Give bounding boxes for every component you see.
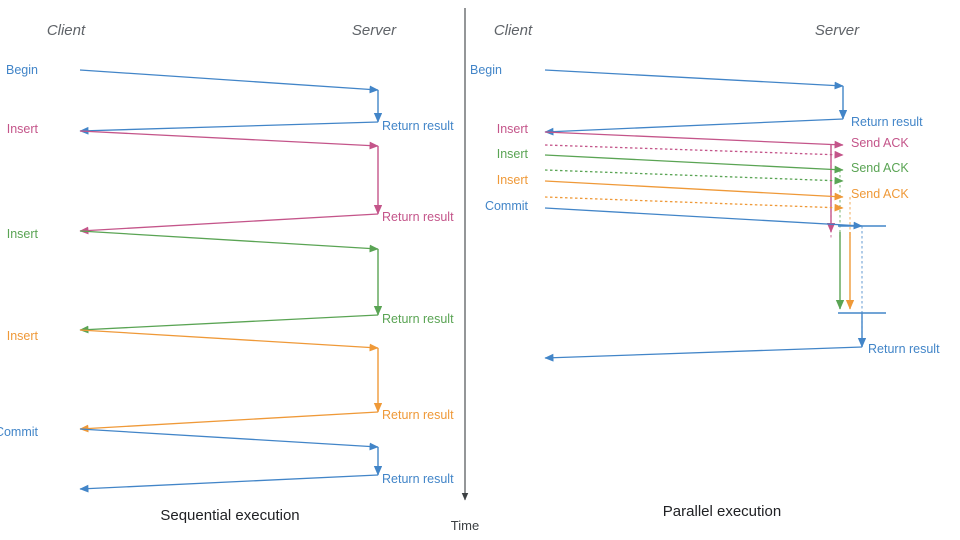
- sequential-msg-label-commit: Commit: [0, 425, 39, 439]
- parallel-msg-label-begin: Begin: [470, 63, 502, 77]
- sequential-msg-insert-3: [79, 329, 379, 352]
- parallel-msg-insert-2: [544, 154, 844, 174]
- sequential-msg-label-commit-return: Return result: [382, 472, 454, 486]
- sequential-msg-insert-1: [79, 130, 379, 150]
- parallel-msg-label-ack-2: Send ACK: [851, 161, 909, 175]
- sequential-msg-insert-2: [79, 230, 379, 253]
- sequential-msg-label-insert-2-ret: Return result: [382, 312, 454, 326]
- parallel-msg-commit: [544, 207, 863, 230]
- sequential-msg-label-insert-1-ret: Return result: [382, 210, 454, 224]
- parallel-msg-label-commit-return: Return result: [868, 342, 940, 356]
- sequential-client-lane-title: Client: [47, 22, 86, 39]
- sequential-msg-begin-return: [79, 121, 379, 135]
- parallel-server-lane-title: Server: [815, 22, 860, 39]
- parallel-msg-begin: [544, 69, 844, 90]
- sequential-msg-commit: [79, 428, 379, 451]
- parallel-client-lane-title: Client: [494, 22, 533, 39]
- parallel-msg-label-ack-1: Send ACK: [851, 136, 909, 150]
- parallel-msg-commit-return: [544, 346, 863, 362]
- parallel-msg-label-begin-return: Return result: [851, 115, 923, 129]
- sequential-msg-label-insert-3: Insert: [7, 329, 39, 343]
- sequential-msg-insert-2-ret: [79, 314, 379, 334]
- sequential-caption: Sequential execution: [160, 507, 299, 524]
- parallel-msg-label-insert-2: Insert: [497, 147, 529, 161]
- sequential-msg-label-insert-1: Insert: [7, 122, 39, 136]
- sequential-msg-insert-3-ret: [79, 411, 379, 433]
- sequential-msg-label-begin: Begin: [6, 63, 38, 77]
- parallel-msg-begin-return: [544, 118, 844, 136]
- parallel-msg-insert-1: [544, 131, 844, 149]
- parallel-msg-insert-3: [544, 180, 844, 201]
- parallel-msg-label-insert-3: Insert: [497, 173, 529, 187]
- sequential-server-lane-title: Server: [352, 22, 397, 39]
- sequential-msg-insert-1-ret: [79, 213, 379, 235]
- sequential-msg-label-insert-2: Insert: [7, 227, 39, 241]
- sequential-msg-commit-return: [79, 474, 379, 493]
- parallel-msg-label-insert-1: Insert: [497, 122, 529, 136]
- parallel-msg-label-commit: Commit: [485, 199, 529, 213]
- sequential-msg-begin: [79, 69, 379, 94]
- time-axis-label: Time: [451, 518, 479, 533]
- parallel-msg-ack-3: [544, 196, 844, 212]
- parallel-msg-ack-1: [544, 144, 844, 159]
- parallel-caption: Parallel execution: [663, 503, 781, 520]
- sequential-msg-label-begin-return: Return result: [382, 119, 454, 133]
- parallel-msg-label-ack-3: Send ACK: [851, 187, 909, 201]
- sequential-msg-label-insert-3-ret: Return result: [382, 408, 454, 422]
- parallel-msg-ack-2: [544, 169, 844, 185]
